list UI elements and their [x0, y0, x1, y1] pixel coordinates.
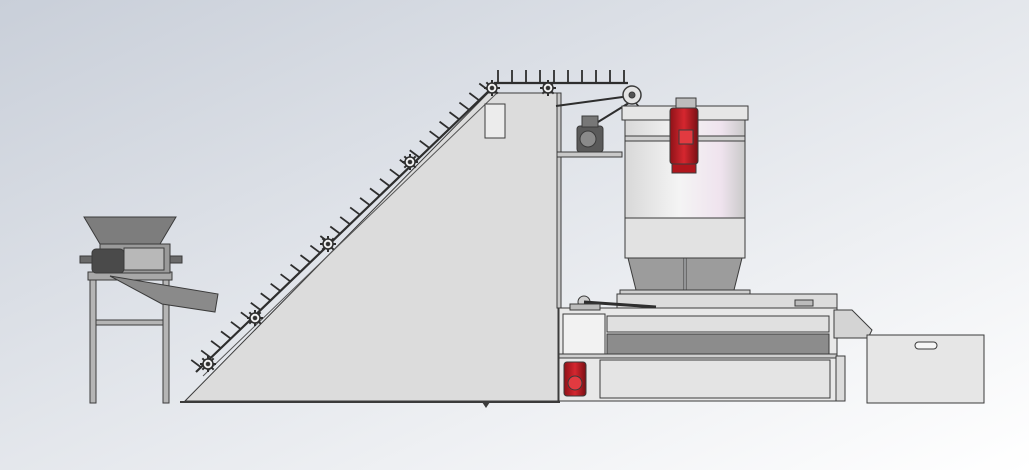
- conveyor-flight: [190, 359, 202, 368]
- crusher-shaft-right: [169, 255, 183, 264]
- conveyor-flight: [349, 206, 361, 216]
- ground-marker: [482, 402, 490, 408]
- conveyor-flight: [230, 321, 242, 330]
- drive-chain-lower: [597, 100, 633, 123]
- inclined-conveyor: [180, 70, 628, 403]
- sprocket: [402, 154, 418, 170]
- tower-frame: [555, 85, 668, 309]
- conveyor-flight: [419, 139, 430, 149]
- conveyor-flight: [468, 92, 480, 102]
- hopper-stand-leg-left: [89, 277, 97, 404]
- hopper-stand-crossbar: [95, 319, 164, 326]
- conveyor-flight: [429, 130, 440, 140]
- conveyor-rail: [195, 85, 495, 373]
- collection-area: [833, 309, 985, 404]
- conveyor-flight: [270, 282, 281, 292]
- sprocket: [320, 236, 336, 252]
- lower-red-motor-face: [567, 375, 583, 391]
- feed-hopper-unit: [79, 216, 219, 404]
- conveyor-gear-motor-face: [579, 130, 597, 148]
- upper-gear-cover: [484, 103, 506, 139]
- collection-bin-handle: [914, 341, 938, 350]
- top-chain-flights: [497, 70, 625, 83]
- conveyor-flight: [409, 149, 421, 159]
- crusher-face: [123, 247, 165, 271]
- sieve-band-dark: [606, 333, 830, 355]
- motor-mount: [581, 115, 599, 128]
- conveyor-flight: [260, 292, 272, 302]
- conveyor-flight: [329, 225, 341, 235]
- top-pulley-hub: [628, 91, 636, 99]
- tower-red-motor-box: [678, 129, 694, 145]
- discharge-chute: [109, 275, 219, 313]
- crank-support: [569, 303, 601, 311]
- frame-upright-left: [556, 92, 562, 309]
- lower-unit: [558, 293, 846, 402]
- sieve-band-top: [606, 315, 830, 333]
- conveyor-flights: [190, 82, 490, 368]
- drive-chain-upper: [555, 95, 631, 107]
- conveyor-flight: [359, 197, 371, 206]
- tower-lower-section: [624, 217, 746, 259]
- crank-link: [583, 300, 657, 309]
- crusher-motor: [91, 248, 125, 274]
- frame-shelf: [556, 151, 623, 158]
- lower-unit-side-leg: [835, 355, 846, 402]
- conveyor-flight: [309, 244, 321, 254]
- conveyor-flight: [200, 349, 212, 359]
- conveyor-flight: [448, 111, 460, 121]
- bearing-block: [794, 299, 814, 307]
- bin-chute: [833, 309, 873, 339]
- lower-drawer: [599, 359, 831, 399]
- drying-tower: [619, 97, 751, 296]
- conveyor-flight: [250, 302, 262, 311]
- tower-red-motor-flange: [671, 163, 697, 174]
- conveyor-flight: [220, 330, 232, 340]
- conveyor-flight: [458, 101, 470, 111]
- conveyor-flight: [299, 254, 311, 264]
- conveyor-sprockets: [200, 80, 556, 372]
- sprocket: [247, 310, 263, 326]
- crusher-motor-shaft-left: [79, 255, 93, 264]
- conveyor-flight: [379, 178, 391, 187]
- conveyor-flight: [280, 273, 291, 283]
- lower-left-bay: [562, 313, 606, 355]
- conveyor-flight: [290, 263, 301, 273]
- hopper-funnel: [83, 216, 177, 245]
- conveyor-rail-inner: [202, 91, 499, 377]
- sprocket: [540, 80, 556, 96]
- sprocket: [200, 356, 216, 372]
- sprocket: [484, 80, 500, 96]
- tower-outlet-left: [627, 257, 685, 291]
- tower-outlet-right: [685, 257, 743, 291]
- conveyor-flight: [210, 340, 222, 349]
- conveyor-flight: [389, 168, 401, 178]
- conveyor-flight: [339, 216, 351, 225]
- conveyor-flight: [439, 120, 450, 130]
- tower-motor-fan-cap: [675, 97, 697, 109]
- conveyor-flight: [369, 187, 381, 197]
- lower-shelf-divider: [558, 353, 838, 359]
